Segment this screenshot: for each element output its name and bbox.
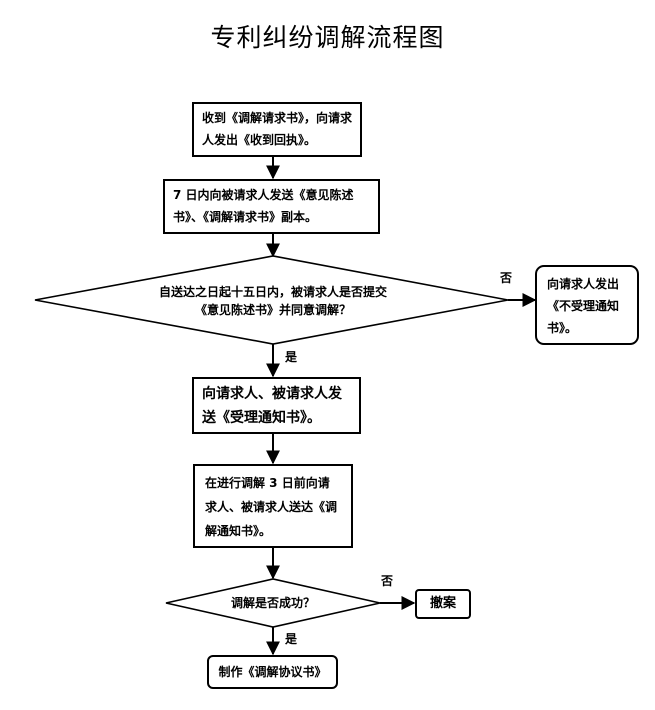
decision-1-text: 自送达之日起十五日内，被请求人是否提交《意见陈述书》并同意调解？ <box>158 285 387 317</box>
step-mediation-notice-text: 在进行调解 3 日前向请求人、被请求人送达《调解通知书》。 <box>205 476 338 538</box>
step-agreement: 制作《调解协议书》 <box>207 655 338 689</box>
decision-diamond-1 <box>34 255 509 345</box>
step-reject-notice: 向请求人发出《不受理通知书》。 <box>535 265 639 345</box>
step-withdraw: 撤案 <box>415 589 471 619</box>
step-mediation-notice: 在进行调解 3 日前向请求人、被请求人送达《调解通知书》。 <box>193 464 353 548</box>
decision-diamond-2 <box>165 578 381 628</box>
step-accept-notice: 向请求人、被请求人发送《受理通知书》。 <box>192 377 361 434</box>
step-agreement-text: 制作《调解协议书》 <box>218 665 327 679</box>
branch-label-no-2: 否 <box>381 574 394 588</box>
step-receive-request-text: 收到《调解请求书》，向请求人发出《收到回执》。 <box>202 111 353 147</box>
step-send-opinion-form: 7 日内向被请求人发送《意见陈述书》、《调解请求书》副本。 <box>163 179 380 234</box>
step-receive-request: 收到《调解请求书》，向请求人发出《收到回执》。 <box>192 102 362 157</box>
branch-label-yes-1: 是 <box>285 350 298 364</box>
branch-label-no-1: 否 <box>500 271 513 285</box>
page-title: 专利纠纷调解流程图 <box>210 23 445 52</box>
step-reject-notice-text: 向请求人发出《不受理通知书》。 <box>547 277 620 335</box>
branch-label-yes-2: 是 <box>285 632 298 646</box>
step-withdraw-text: 撤案 <box>429 596 456 611</box>
decision-2-text: 调解是否成功？ <box>230 596 315 610</box>
step-send-opinion-form-text: 7 日内向被请求人发送《意见陈述书》、《调解请求书》副本。 <box>173 188 354 224</box>
step-accept-notice-text: 向请求人、被请求人发送《受理通知书》。 <box>202 386 342 426</box>
